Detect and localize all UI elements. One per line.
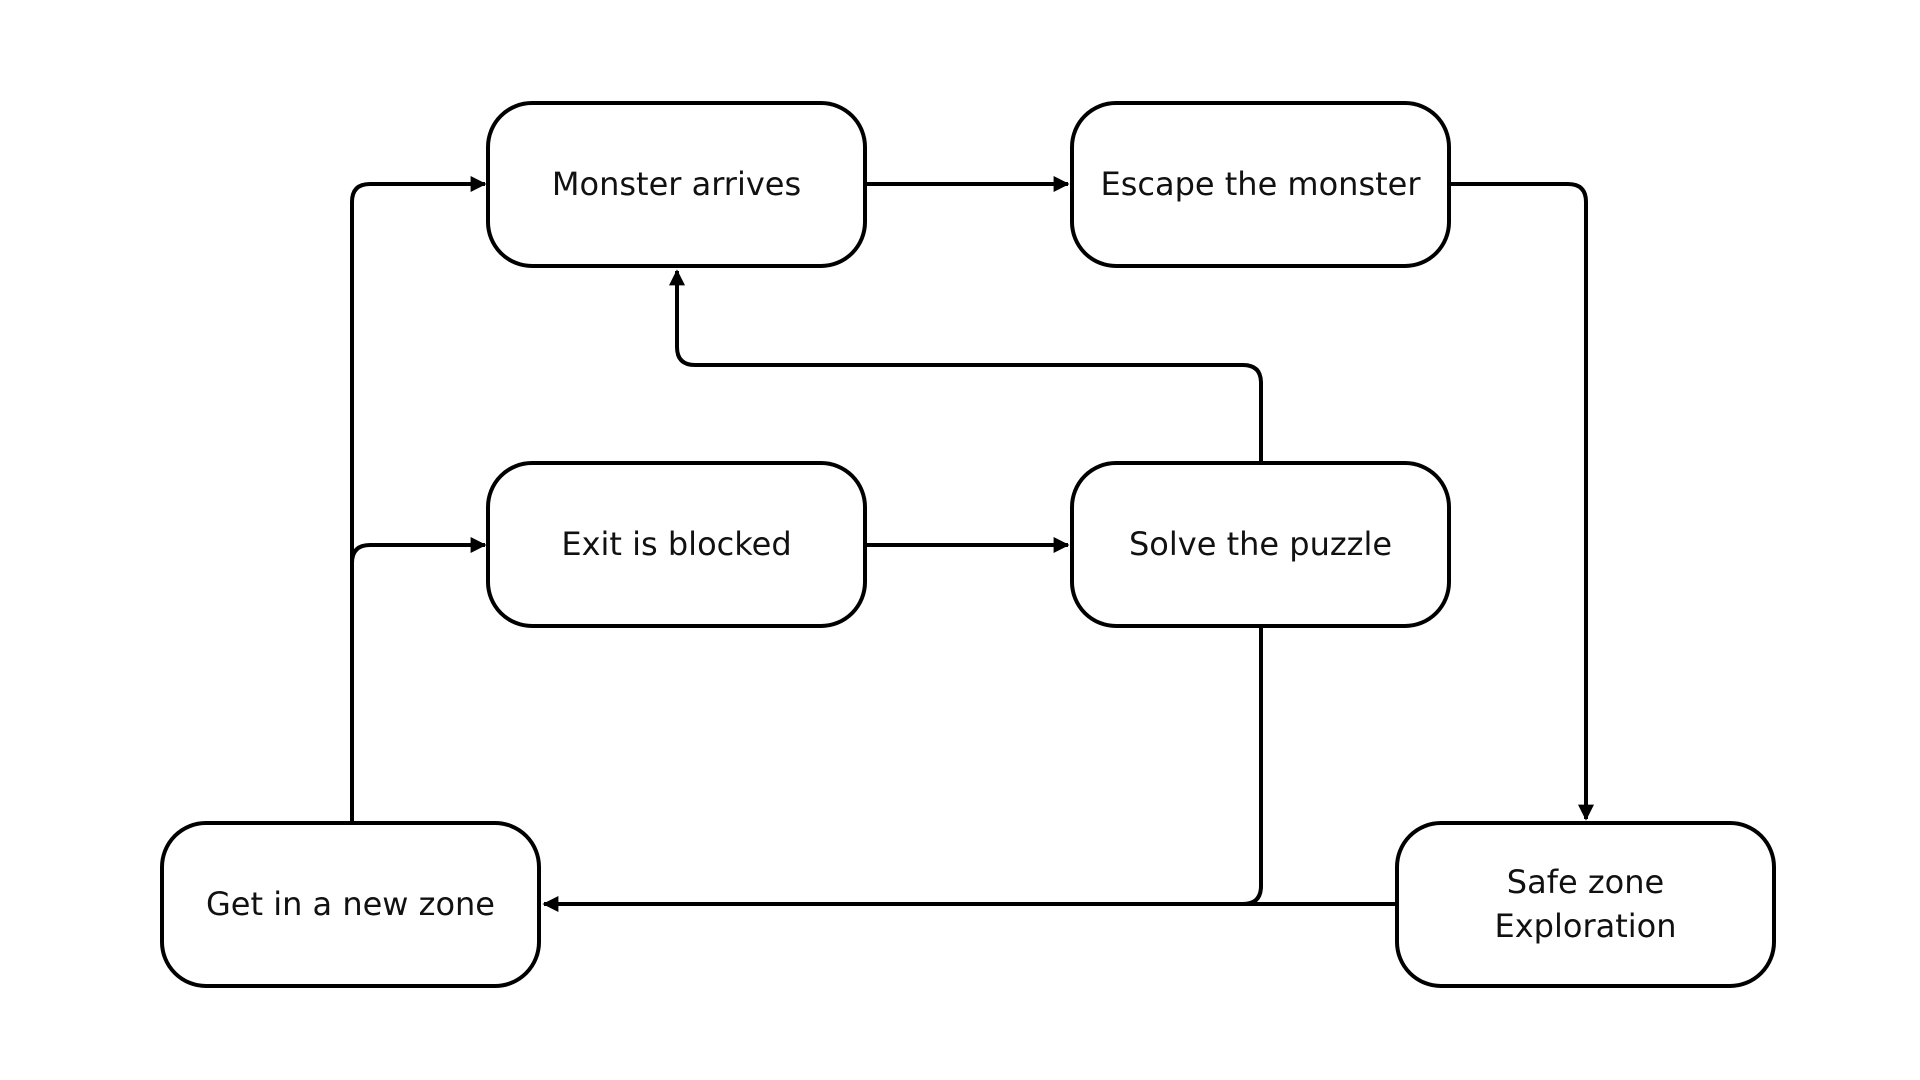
node-label-line: Safe zone (1507, 863, 1664, 901)
node-box (486, 101, 867, 268)
edges-layer (350, 176, 1594, 912)
edge-escape-to-safe (1447, 182, 1594, 821)
node-label: Get in a new zone (206, 885, 495, 923)
edge-solve-to-monster (669, 269, 1263, 462)
node-label: Exit is blocked (561, 525, 791, 563)
node-solve-the-puzzle: Solve the puzzle (1070, 461, 1451, 628)
node-label: Monster arrives (552, 165, 801, 203)
node-label-line: Exploration (1495, 907, 1677, 945)
node-get-in-a-new-zone: Get in a new zone (160, 821, 541, 988)
node-box (1070, 461, 1451, 628)
node-label: Escape the monster (1100, 165, 1421, 203)
node-label: Solve the puzzle (1129, 525, 1392, 563)
node-safe-zone-exploration: Safe zone Exploration (1395, 821, 1776, 988)
node-label-line: Exit is blocked (561, 525, 791, 563)
node-box (486, 461, 867, 628)
nodes-layer: Monster arrives Escape the monster Exit … (160, 101, 1776, 988)
node-label-line: Solve the puzzle (1129, 525, 1392, 563)
node-box (160, 821, 541, 988)
node-label: Safe zone (1507, 863, 1664, 901)
edge-newzone-to-monster (350, 176, 487, 822)
node-exit-is-blocked: Exit is blocked (486, 461, 867, 628)
node-label-line: Get in a new zone (206, 885, 495, 923)
node-box (1070, 101, 1451, 268)
node-label-line: Monster arrives (552, 165, 801, 203)
node-box (1395, 821, 1776, 988)
edge-solve-to-newzone (542, 628, 1263, 912)
edge-newzone-to-exit (350, 537, 487, 580)
node-label-line: Escape the monster (1100, 165, 1421, 203)
node-label: Exploration (1495, 907, 1677, 945)
node-escape-the-monster: Escape the monster (1070, 101, 1451, 268)
node-monster-arrives: Monster arrives (486, 101, 867, 268)
